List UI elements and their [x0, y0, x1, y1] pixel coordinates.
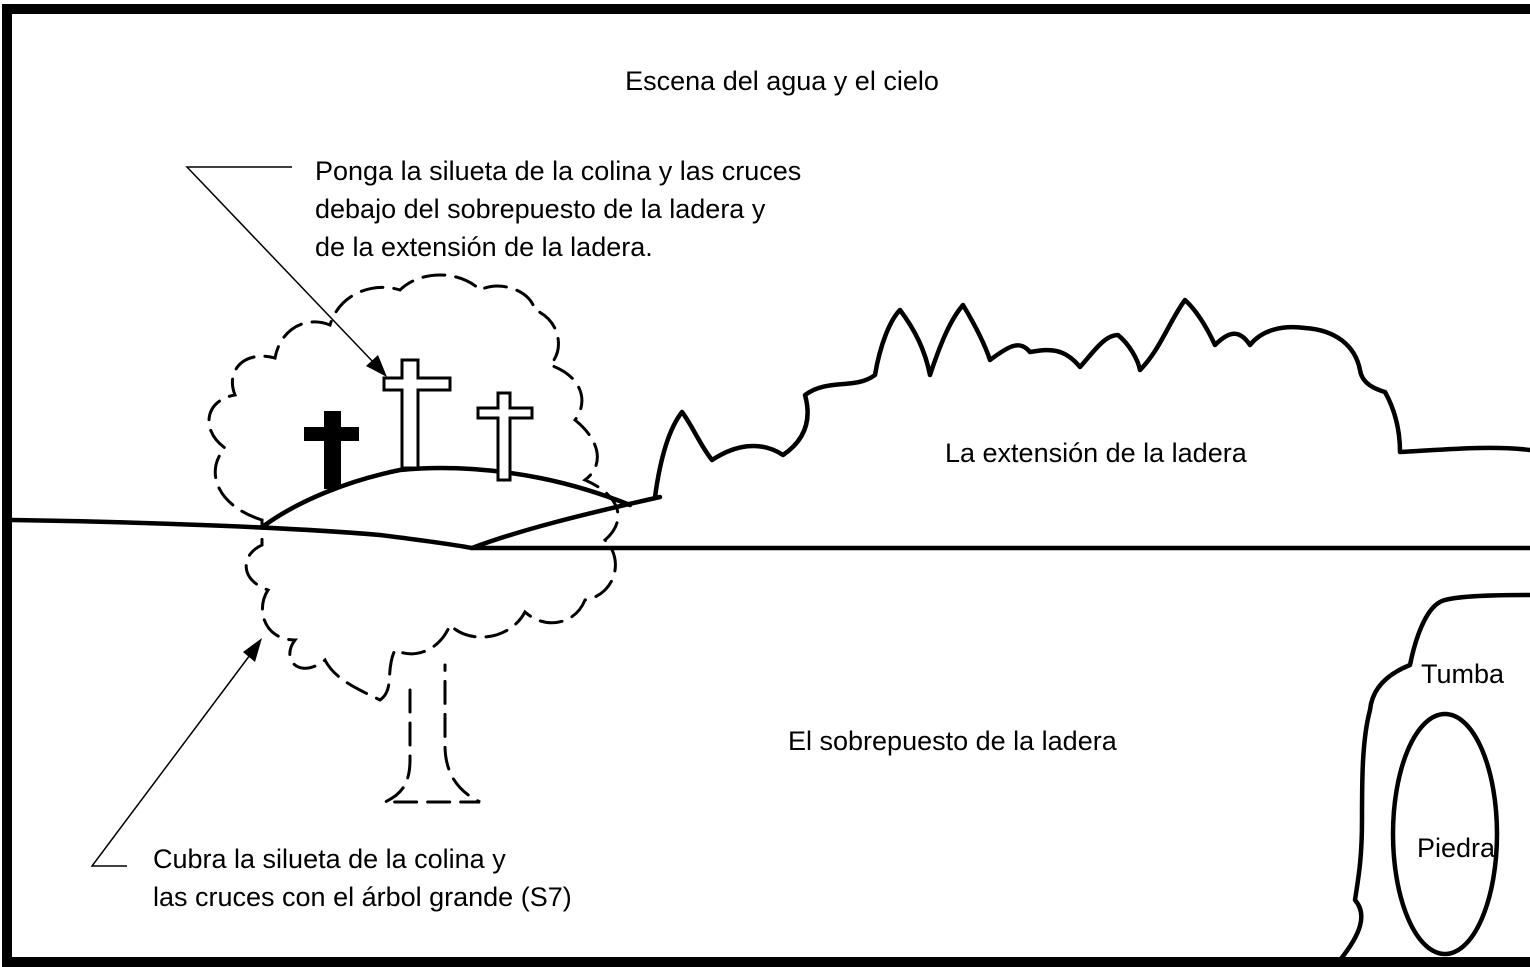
cross-left: [304, 411, 359, 489]
instruction-top-line-1: Ponga la silueta de la colina y las cruc…: [315, 156, 801, 186]
bottom-leader-line: [90, 654, 251, 867]
top-leader-line: [185, 166, 376, 365]
tree-outline: [207, 273, 620, 702]
stone-outline: [1390, 711, 1500, 957]
hillside-extension-ridge: [652, 297, 1530, 500]
instruction-bottom-line-2: las cruces con el árbol grande (S7): [153, 882, 572, 912]
cross-right: [476, 391, 534, 482]
label-hillside-overlay: El sobrepuesto de la ladera: [788, 726, 1118, 756]
scene-frame: [2, 4, 1530, 967]
cross-center: [382, 358, 452, 470]
calvary-hill: [262, 465, 633, 528]
top-leader-arrowhead: [366, 355, 387, 377]
horizon-left: [9, 517, 475, 551]
label-hillside-extension: La extensión de la ladera: [945, 438, 1248, 468]
instruction-top-line-3: de la extensión de la ladera.: [315, 232, 653, 262]
label-stone: Piedra: [1417, 833, 1496, 863]
instruction-top-line-2: debajo del sobrepuesto de la ladera y: [315, 194, 766, 224]
hillside-overlay-edge: [469, 494, 1530, 551]
tree-trunk: [384, 663, 481, 804]
tomb-outline: [1337, 592, 1530, 963]
instruction-bottom-line-1: Cubra la silueta de la colina y: [153, 844, 506, 874]
bottom-leader-arrowhead: [243, 638, 262, 662]
scene-title: Escena del agua y el cielo: [625, 66, 939, 96]
label-tomb: Tumba: [1421, 659, 1505, 689]
